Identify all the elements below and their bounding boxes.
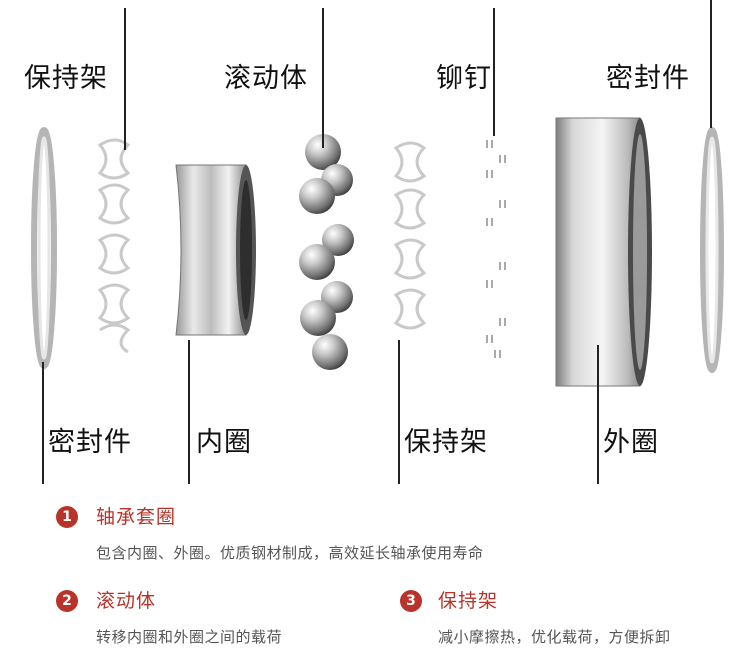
leader-line-cage-bottom	[398, 340, 400, 484]
description-text-2: 转移内圈和外圈之间的载荷	[96, 628, 283, 646]
label-seal-top: 密封件	[606, 63, 690, 94]
right-cage	[393, 141, 427, 330]
number-badge-1: 1	[56, 506, 78, 528]
leader-line-outer-ring-bottom	[597, 345, 599, 484]
label-rivet-top: 铆钉	[436, 63, 492, 94]
leader-line-rivet-top	[493, 8, 495, 136]
leader-line-rolling-top	[322, 8, 324, 148]
right-seal	[700, 127, 724, 373]
outer-ring	[555, 117, 652, 387]
left-seal	[31, 127, 57, 369]
leader-line-seal-top	[710, 0, 712, 128]
inner-ring	[175, 164, 256, 336]
label-outer-ring-bottom: 外圈	[603, 427, 659, 458]
label-rolling-top: 滚动体	[224, 63, 308, 94]
number-badge-2: 2	[56, 590, 78, 612]
description-title-3: 保持架	[438, 590, 499, 612]
description-text-1: 包含内圈、外圈。优质钢材制成，高效延长轴承使用寿命	[96, 544, 484, 562]
label-cage-top: 保持架	[24, 63, 108, 94]
left-cage	[97, 138, 131, 354]
rolling-elements	[299, 134, 354, 370]
bearing-exploded-diagram	[31, 117, 724, 387]
leader-line-inner-ring-bottom	[188, 340, 190, 484]
label-inner-ring-bottom: 内圈	[196, 427, 252, 458]
description-title-1: 轴承套圈	[96, 506, 177, 528]
label-seal-bottom: 密封件	[48, 427, 132, 458]
label-cage-bottom: 保持架	[404, 427, 488, 458]
description-text-3: 减小摩擦热，优化载荷，方便拆卸	[438, 628, 671, 646]
leader-line-cage-top	[124, 8, 126, 150]
description-section: 1 轴承套圈 包含内圈、外圈。优质钢材制成，高效延长轴承使用寿命 2 滚动体 转…	[0, 488, 750, 663]
description-title-2: 滚动体	[96, 590, 157, 612]
rivets	[486, 140, 506, 358]
number-badge-3: 3	[400, 590, 422, 612]
leader-line-seal-bottom	[42, 362, 44, 484]
